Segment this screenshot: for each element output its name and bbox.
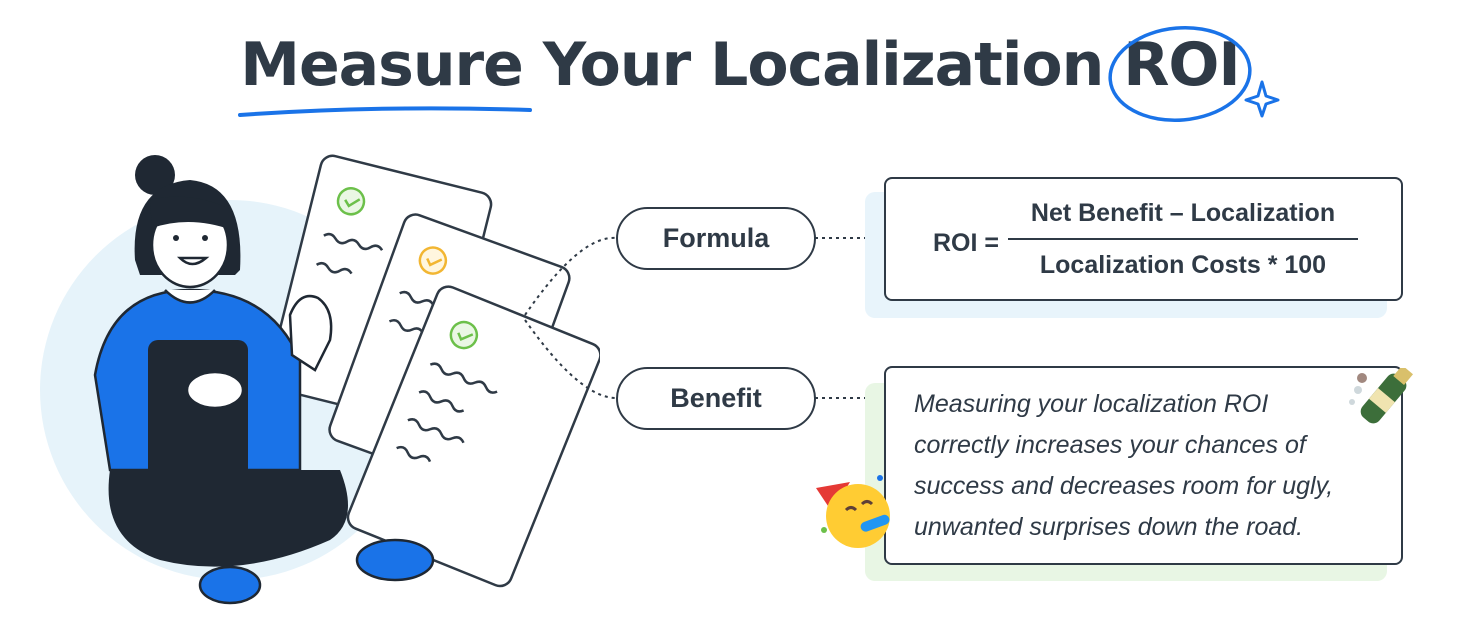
underline-stroke	[238, 106, 532, 117]
title-word-roi: ROI	[1123, 30, 1241, 100]
formula-pill: Formula	[616, 207, 816, 270]
party-face-icon	[816, 475, 890, 548]
formula-card: ROI = Net Benefit – Localization Localiz…	[884, 177, 1403, 301]
check-icon	[336, 187, 366, 216]
check-icon	[449, 320, 479, 350]
roi-circle	[1108, 26, 1252, 122]
title-decorations	[238, 26, 1280, 122]
formula-denominator: Localization Costs * 100	[1039, 251, 1327, 279]
benefit-text: Measuring your localization ROI correctl…	[914, 390, 1334, 541]
fraction-bar	[1008, 238, 1358, 240]
title-word-rest: Your Localization	[542, 30, 1105, 100]
roi-equals: ROI =	[933, 229, 999, 257]
formula-label: Formula	[662, 223, 770, 253]
sparkle-icon	[1244, 80, 1280, 118]
check-icon	[418, 246, 448, 275]
title-word-measure: Measure	[240, 30, 524, 100]
benefit-label: Benefit	[670, 383, 762, 413]
champagne-icon	[1349, 368, 1414, 424]
formula-numerator: Net Benefit – Localization	[1030, 199, 1336, 227]
benefit-card: Measuring your localization ROI correctl…	[884, 366, 1403, 565]
person-illustration	[40, 154, 600, 605]
benefit-pill: Benefit	[616, 367, 816, 430]
page-title: Measure Your Localization ROI	[0, 30, 1480, 100]
